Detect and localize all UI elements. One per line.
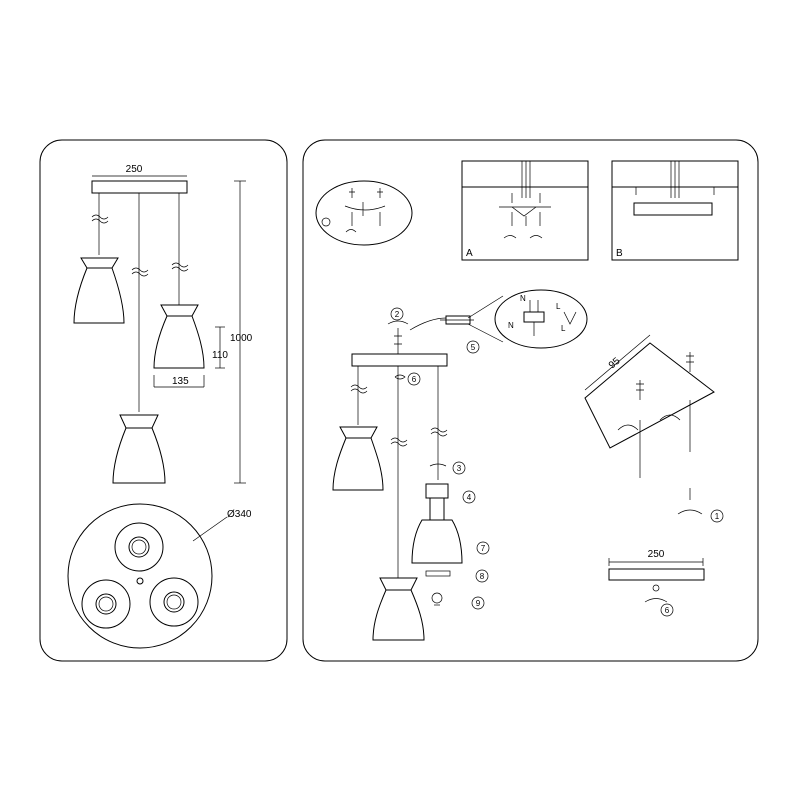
step-badge-3 bbox=[452, 461, 466, 475]
wiring-n-top: N bbox=[520, 294, 526, 303]
canopy-diameter-label: Ø340 bbox=[227, 509, 252, 520]
step-badge-8 bbox=[475, 569, 489, 583]
mounting-plate bbox=[608, 568, 705, 581]
canopy-width-label: 250 bbox=[126, 164, 143, 175]
step-badge-5 bbox=[466, 340, 480, 354]
detail-a-label: A bbox=[466, 248, 473, 259]
plate-dimension bbox=[608, 558, 704, 566]
shade-height-label: 110 bbox=[212, 350, 228, 361]
wiring-n-bottom: N bbox=[508, 321, 514, 330]
shade-width-label: 135 bbox=[172, 376, 189, 387]
step-6-label: 6 bbox=[412, 375, 417, 384]
wiring-callout bbox=[409, 289, 588, 349]
detail-b-label: B bbox=[616, 248, 623, 259]
right-panel-frame bbox=[302, 139, 759, 662]
shade-right bbox=[153, 304, 205, 369]
detail-b bbox=[611, 160, 739, 261]
step-badge-1 bbox=[710, 509, 724, 523]
step-badge-7 bbox=[476, 541, 490, 555]
step-badge-4 bbox=[462, 490, 476, 504]
left-cords bbox=[91, 193, 189, 412]
step-6-plate-label: 6 bbox=[665, 606, 670, 615]
step-badge-9 bbox=[471, 596, 485, 610]
right-cords bbox=[350, 366, 448, 578]
total-height-label: 1000 bbox=[230, 333, 253, 344]
exploded-shade bbox=[411, 463, 463, 606]
step-4-label: 4 bbox=[467, 493, 472, 502]
detail-a bbox=[461, 160, 589, 261]
shade-upper-left bbox=[73, 257, 125, 324]
step-badge-6 bbox=[407, 372, 421, 386]
step-1-label: 1 bbox=[715, 512, 720, 521]
shade-center-low bbox=[112, 414, 166, 484]
total-height-dimension bbox=[234, 180, 246, 484]
shade-height-dimension bbox=[215, 326, 225, 369]
plate-width-label: 250 bbox=[648, 549, 665, 560]
wiring-l-bottom: L bbox=[561, 324, 566, 333]
bracket-distance-label: 95 bbox=[607, 355, 623, 371]
plate-screw bbox=[644, 584, 668, 603]
right-shade-left bbox=[332, 426, 384, 491]
step-badge-6-plate bbox=[660, 603, 674, 617]
step-badge-2 bbox=[390, 307, 404, 321]
right-canopy-bar bbox=[351, 353, 448, 367]
shade-width-dimension bbox=[153, 375, 205, 388]
step-7-label: 7 bbox=[481, 544, 486, 553]
canopy-bar bbox=[91, 180, 188, 194]
step-8-label: 8 bbox=[480, 572, 485, 581]
step-9-label: 9 bbox=[476, 599, 481, 608]
step-3-label: 3 bbox=[457, 464, 462, 473]
wiring-l-top: L bbox=[556, 302, 561, 311]
step-2-label: 2 bbox=[395, 310, 400, 319]
left-panel-frame bbox=[39, 139, 288, 662]
step-5-label: 5 bbox=[471, 343, 476, 352]
bottom-view bbox=[67, 503, 228, 649]
mounting-bracket bbox=[584, 334, 715, 515]
right-shade-bottom bbox=[372, 577, 425, 641]
screw-detail-oval bbox=[315, 180, 413, 246]
